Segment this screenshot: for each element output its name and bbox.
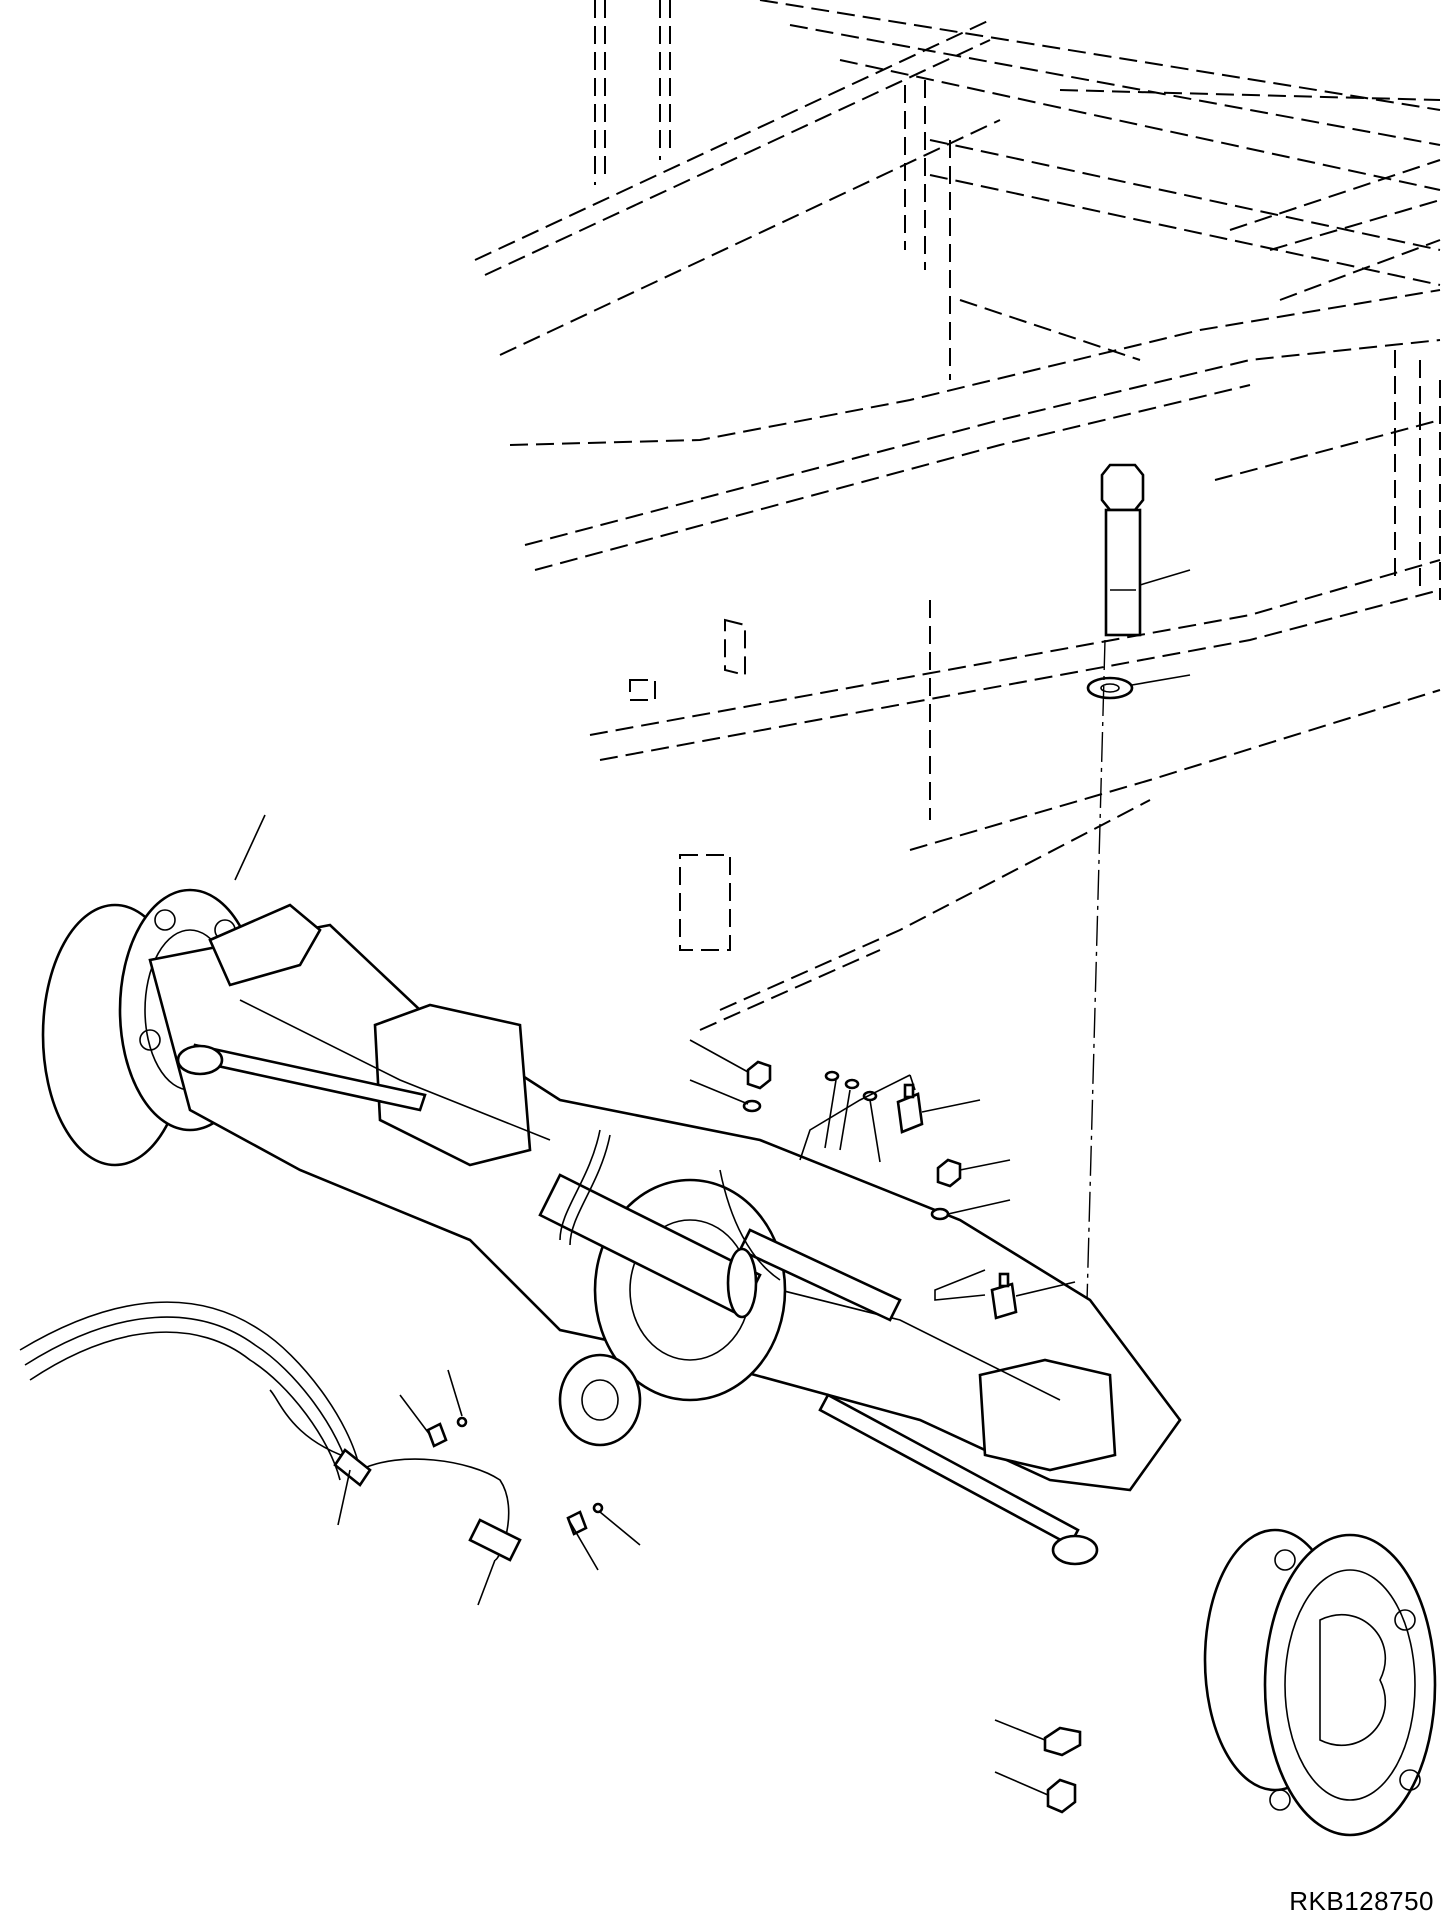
drawing-id: RKB128750 xyxy=(1289,1886,1434,1916)
leader-lines xyxy=(337,1074,986,1606)
bolt-icon xyxy=(1100,463,1191,637)
centerline xyxy=(1084,639,1106,1376)
steering-cylinder-icon xyxy=(538,1173,902,1322)
tie-rod-icon xyxy=(176,1043,1099,1566)
frame-icon xyxy=(474,0,1441,1031)
axle-housing-icon xyxy=(148,903,1182,1492)
wheel-hub-icon xyxy=(1203,1528,1437,1837)
washer-icon xyxy=(689,1070,1011,1221)
grease-fitting-icon xyxy=(426,1083,1076,1536)
nut-icon xyxy=(689,1039,1082,1814)
washer-icon xyxy=(1086,674,1191,700)
hydraulic-hose-icon xyxy=(19,1129,781,1562)
